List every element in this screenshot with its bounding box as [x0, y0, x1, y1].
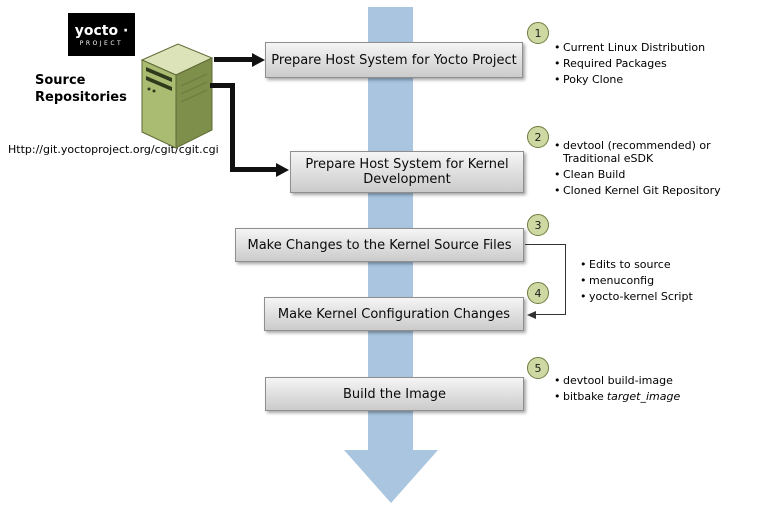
connector-arrow-2-seg-c: [230, 167, 276, 172]
bracket-arrowhead-step4: [527, 311, 536, 319]
step-number-badge-4: 4: [527, 282, 549, 304]
note-item: yocto-kernel Script: [578, 290, 758, 303]
server-icon: [140, 43, 214, 149]
note-item: Edits to source: [578, 258, 758, 271]
connector-arrow-2-head: [276, 163, 289, 177]
connector-arrow-1-head: [252, 53, 265, 67]
yocto-logo-title: yocto ·: [74, 22, 129, 39]
step-box-5: Build the Image: [265, 377, 524, 411]
note-item: Clean Build: [552, 168, 752, 181]
bracket-line-vertical: [565, 244, 566, 315]
repo-url: Http://git.yoctoproject.org/cgit/cgit.cg…: [8, 143, 219, 156]
note-item: devtool build-image: [552, 374, 752, 387]
note-bitbake-target: target_image: [606, 390, 681, 403]
bracket-line-step4: [536, 314, 566, 315]
note-item: Cloned Kernel Git Repository: [552, 184, 752, 197]
step-box-1-label: Prepare Host System for Yocto Project: [271, 52, 517, 68]
connector-arrow-1-shaft: [214, 57, 254, 62]
step-box-5-label: Build the Image: [343, 386, 446, 402]
notes-group-2: devtool (recommended) or Traditional eSD…: [552, 139, 752, 200]
connector-arrow-2-seg-b: [230, 83, 235, 172]
connector-arrow-2-seg-a: [210, 83, 235, 88]
notes-group-3-4: Edits to source menuconfig yocto-kernel …: [578, 258, 758, 306]
step-box-3-label: Make Changes to the Kernel Source Files: [247, 237, 512, 253]
yocto-logo: yocto · PROJECT: [68, 13, 135, 56]
source-repositories-label: Source Repositories: [35, 73, 127, 105]
note-item: menuconfig: [578, 274, 758, 287]
step-number-badge-5: 5: [527, 357, 549, 379]
step-box-2: Prepare Host System for Kernel Developme…: [290, 151, 524, 193]
note-item: devtool (recommended) or Traditional eSD…: [552, 139, 714, 165]
note-bitbake-prefix: bitbake: [563, 390, 604, 403]
yocto-logo-subtitle: PROJECT: [79, 39, 124, 47]
notes-group-1: Current Linux Distribution Required Pack…: [552, 41, 752, 89]
note-item: Poky Clone: [552, 73, 752, 86]
note-item: Current Linux Distribution: [552, 41, 752, 54]
step-box-1: Prepare Host System for Yocto Project: [265, 42, 523, 78]
step-number-badge-2: 2: [527, 126, 549, 148]
step-number-badge-1: 1: [527, 22, 549, 44]
workflow-arrow-head: [344, 450, 438, 503]
step-number-badge-3: 3: [527, 214, 549, 236]
step-box-4-label: Make Kernel Configuration Changes: [277, 306, 511, 322]
bracket-line-step3: [525, 244, 566, 245]
step-box-3: Make Changes to the Kernel Source Files: [235, 228, 524, 262]
note-item: Required Packages: [552, 57, 752, 70]
step-box-2-label: Prepare Host System for Kernel Developme…: [305, 157, 509, 187]
step-box-4: Make Kernel Configuration Changes: [264, 297, 524, 331]
